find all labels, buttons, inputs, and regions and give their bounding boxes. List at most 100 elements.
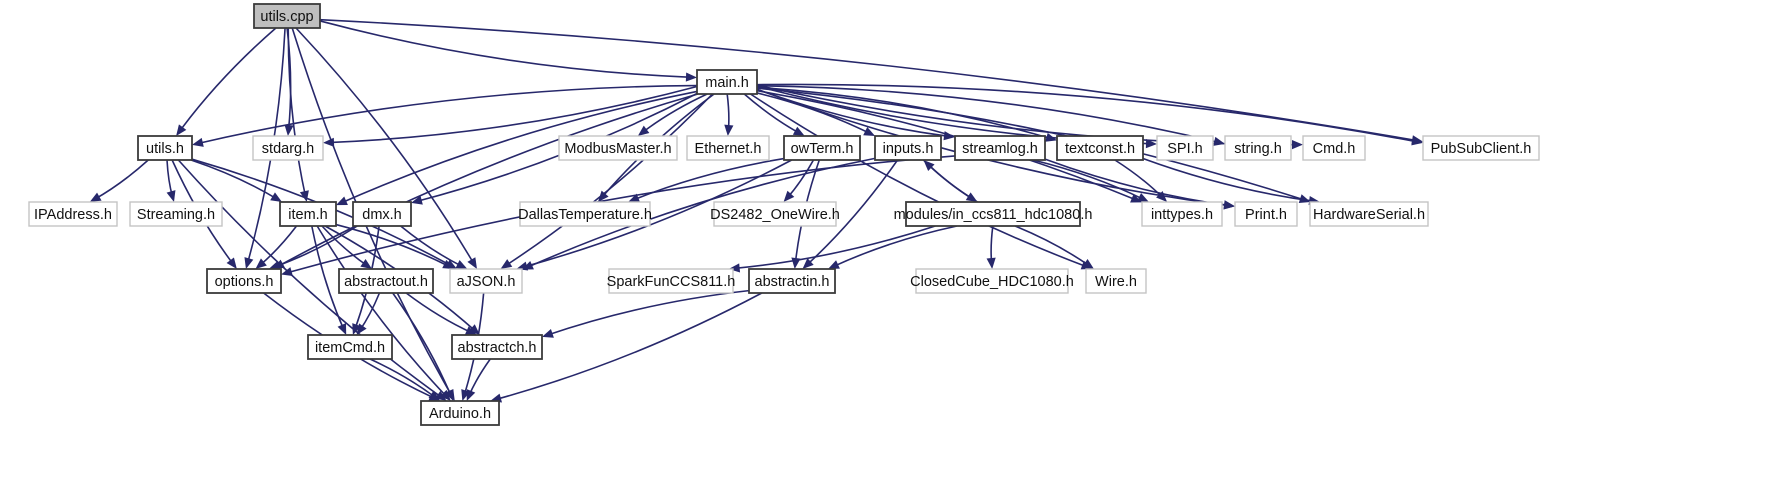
- edge-arrowhead: [442, 259, 455, 269]
- node-box[interactable]: [1156, 135, 1214, 161]
- node-inttypes_h[interactable]: inttypes.h: [1141, 201, 1223, 227]
- node-box[interactable]: [558, 135, 678, 161]
- node-box[interactable]: [252, 135, 324, 161]
- node-box[interactable]: [28, 201, 118, 227]
- node-main_h[interactable]: main.h: [696, 69, 758, 95]
- node-ethernet_h[interactable]: Ethernet.h: [686, 135, 770, 161]
- node-label: Arduino.h: [429, 406, 491, 422]
- edge-arrowhead: [522, 261, 534, 270]
- node-label: stdarg.h: [262, 141, 314, 157]
- node-box[interactable]: [783, 135, 861, 161]
- edge-arrowhead: [323, 137, 335, 147]
- node-modbusmaster_h[interactable]: ModbusMaster.h: [558, 135, 678, 161]
- node-box[interactable]: [954, 135, 1046, 161]
- node-box[interactable]: [352, 201, 412, 227]
- edge-arrowhead: [226, 257, 237, 269]
- node-box[interactable]: [696, 69, 758, 95]
- node-box[interactable]: [451, 334, 543, 360]
- node-utils_cpp[interactable]: utils.cpp: [253, 3, 321, 29]
- node-box[interactable]: [1302, 135, 1366, 161]
- node-box[interactable]: [1309, 201, 1429, 227]
- node-box[interactable]: [915, 268, 1069, 294]
- edge-item_h-to-arduino_h: [316, 225, 448, 398]
- node-utils_h[interactable]: utils.h: [137, 135, 193, 161]
- node-box[interactable]: [206, 268, 282, 294]
- edge-in_ccs811_h-to-wire_h: [1014, 225, 1090, 267]
- node-hardwareserial_h[interactable]: HardwareSerial.h: [1309, 201, 1429, 227]
- edge-main_h-to-utils_h: [197, 84, 698, 145]
- node-spi_h[interactable]: SPI.h: [1156, 135, 1214, 161]
- node-box[interactable]: [253, 3, 321, 29]
- edge-arrowhead: [192, 137, 204, 147]
- edge-arrowhead: [468, 324, 480, 335]
- node-box[interactable]: [1141, 201, 1223, 227]
- node-options_h[interactable]: options.h: [206, 268, 282, 294]
- node-string_h[interactable]: string.h: [1224, 135, 1292, 161]
- edge-arrowhead: [637, 125, 650, 136]
- node-box[interactable]: [713, 201, 837, 227]
- edge-arrowhead: [728, 263, 741, 273]
- node-abstractin_h[interactable]: abstractin.h: [748, 268, 836, 294]
- node-label: abstractout.h: [344, 274, 428, 290]
- node-box[interactable]: [608, 268, 734, 294]
- node-ajson_h[interactable]: aJSON.h: [449, 268, 523, 294]
- edge-in_ccs811_h-to-closedcube_h: [990, 225, 994, 264]
- edge-arrowhead: [597, 190, 609, 202]
- node-sparkfunccs811_h[interactable]: SparkFunCCS811.h: [607, 268, 736, 294]
- edge-arrowhead: [284, 124, 294, 136]
- node-arduino_h[interactable]: Arduino.h: [420, 400, 500, 426]
- node-ds2482_h[interactable]: DS2482_OneWire.h: [710, 201, 840, 227]
- node-stdarg_h[interactable]: stdarg.h: [252, 135, 324, 161]
- node-box[interactable]: [748, 268, 836, 294]
- node-box[interactable]: [1224, 135, 1292, 161]
- node-dmx_h[interactable]: dmx.h: [352, 201, 412, 227]
- node-print_h[interactable]: Print.h: [1234, 201, 1298, 227]
- edge-utils_cpp-to-pubsubclient_h: [319, 18, 1418, 142]
- edge-arrowhead: [724, 124, 734, 136]
- node-wire_h[interactable]: Wire.h: [1085, 268, 1147, 294]
- node-abstractout_h[interactable]: abstractout.h: [338, 268, 434, 294]
- node-cmd_h[interactable]: Cmd.h: [1302, 135, 1366, 161]
- node-box[interactable]: [420, 400, 500, 426]
- node-box[interactable]: [1085, 268, 1147, 294]
- node-box[interactable]: [1056, 135, 1144, 161]
- edge-main_h-to-owterm_h: [743, 93, 801, 135]
- node-box[interactable]: [449, 268, 523, 294]
- edge-arrowhead: [783, 190, 795, 202]
- node-box[interactable]: [307, 334, 393, 360]
- node-box[interactable]: [129, 201, 223, 227]
- node-textconst_h[interactable]: textconst.h: [1056, 135, 1144, 161]
- edge-utils_cpp-to-main_h: [319, 20, 692, 79]
- node-box[interactable]: [686, 135, 770, 161]
- node-label: aJSON.h: [457, 274, 516, 290]
- node-ipaddress_h[interactable]: IPAddress.h: [28, 201, 118, 227]
- edge-arrowhead: [176, 124, 187, 136]
- node-box[interactable]: [1234, 201, 1298, 227]
- node-pubsubclient_h[interactable]: PubSubClient.h: [1422, 135, 1540, 161]
- node-label: streamlog.h: [962, 141, 1038, 157]
- node-in_ccs811_h[interactable]: modules/in_ccs811_hdc1080.h: [894, 201, 1093, 227]
- node-streaming_h[interactable]: Streaming.h: [129, 201, 223, 227]
- edge-arrowhead: [1291, 140, 1303, 150]
- node-box[interactable]: [905, 201, 1081, 227]
- node-box[interactable]: [1422, 135, 1540, 161]
- node-abstractch_h[interactable]: abstractch.h: [451, 334, 543, 360]
- edge-arrowhead: [464, 326, 477, 335]
- node-closedcube_h[interactable]: ClosedCube_HDC1080.h: [910, 268, 1074, 294]
- node-label: inttypes.h: [1151, 207, 1213, 223]
- node-owterm_h[interactable]: owTerm.h: [783, 135, 861, 161]
- node-box[interactable]: [338, 268, 434, 294]
- node-dallastemp_h[interactable]: DallasTemperature.h: [518, 201, 652, 227]
- node-box[interactable]: [874, 135, 942, 161]
- node-inputs_h[interactable]: inputs.h: [874, 135, 942, 161]
- node-label: utils.h: [146, 141, 184, 157]
- node-streamlog_h[interactable]: streamlog.h: [954, 135, 1046, 161]
- edge-main_h-to-inttypes_h: [756, 89, 1138, 202]
- node-item_h[interactable]: item.h: [279, 201, 337, 227]
- node-box[interactable]: [137, 135, 193, 161]
- node-itemcmd_h[interactable]: itemCmd.h: [307, 334, 393, 360]
- edge-utils_cpp-to-ajson_h: [295, 27, 475, 265]
- edge-abstractout_h-to-itemcmd_h: [359, 292, 381, 331]
- node-box[interactable]: [519, 201, 651, 227]
- node-box[interactable]: [279, 201, 337, 227]
